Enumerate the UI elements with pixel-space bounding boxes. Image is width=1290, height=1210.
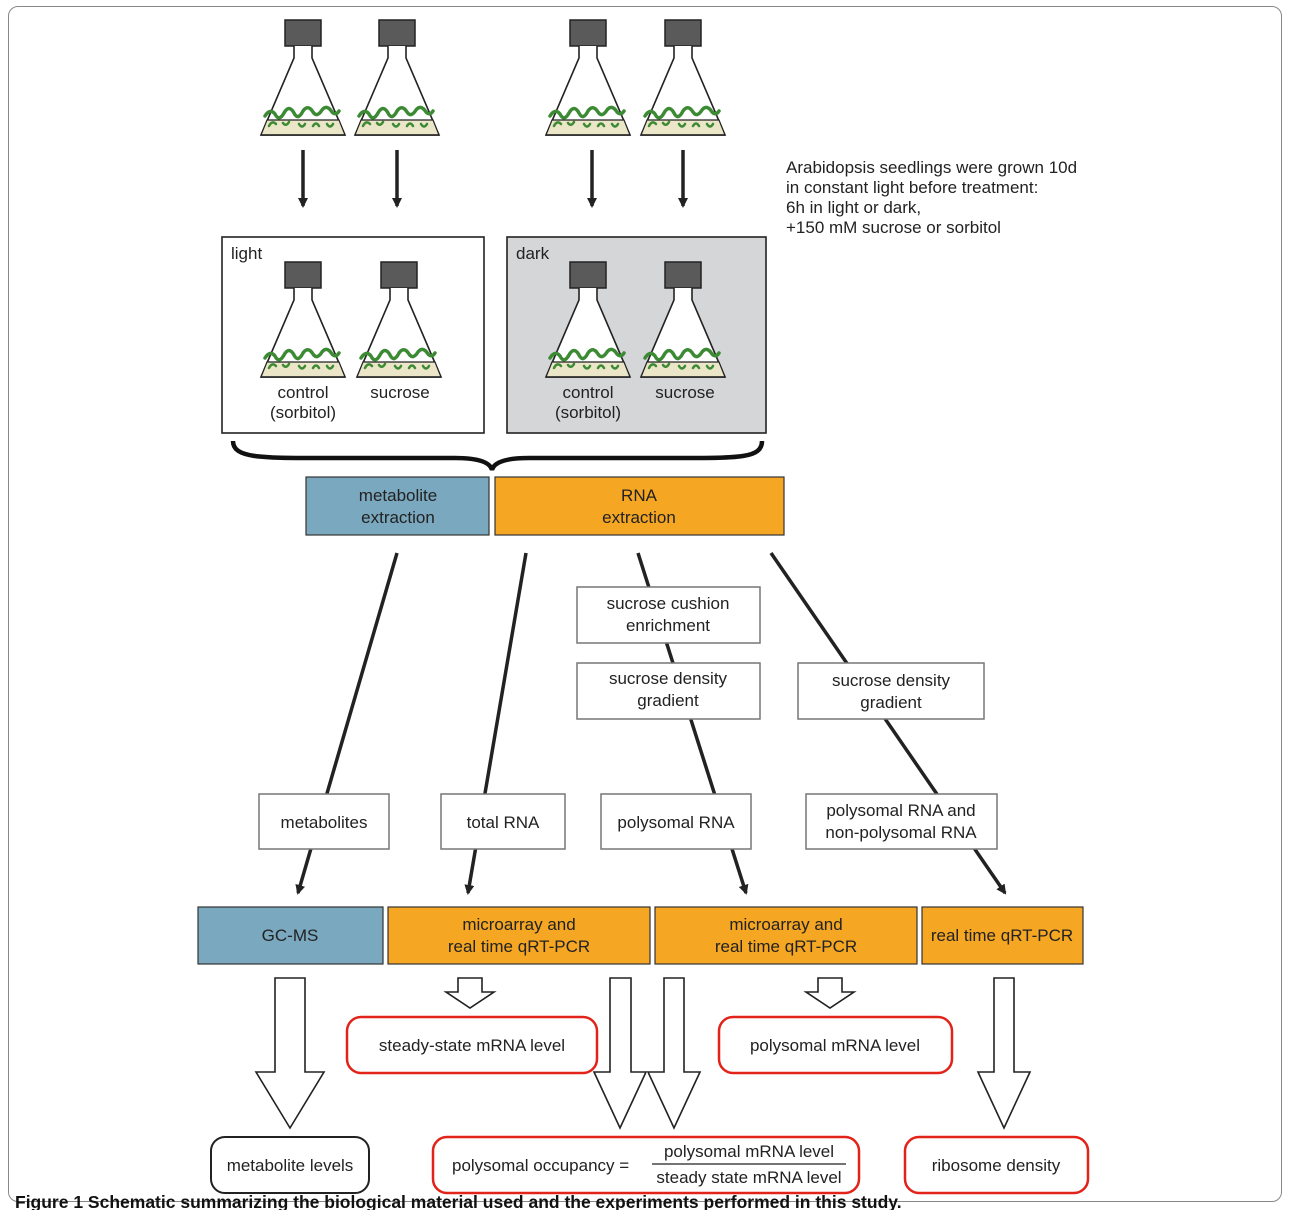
flask-icon — [639, 18, 727, 137]
total-rna-label: total RNA — [467, 813, 540, 832]
note-line: 6h in light or dark, — [786, 198, 921, 217]
metabolite-extraction-label: metabolite — [359, 486, 437, 505]
microarray-box-2 — [654, 906, 918, 965]
hollow-arrow — [646, 977, 702, 1130]
sucrose-gradient-box-a — [576, 662, 761, 720]
qrtpcr-box — [921, 906, 1084, 965]
metabolite-extraction-label: extraction — [361, 508, 435, 527]
dark-control-label: control — [562, 383, 613, 402]
sucrose-cushion-box — [576, 586, 761, 644]
light-control-sublabel: (sorbitol) — [270, 403, 336, 422]
sucrose-gradient-box-b — [797, 662, 985, 720]
note-line: in constant light before treatment: — [786, 178, 1038, 197]
microarray-box-1 — [387, 906, 651, 965]
polysomal-rna-label: polysomal RNA — [617, 813, 735, 832]
sucrose-gradient-label: gradient — [860, 693, 922, 712]
polysomal-level-result — [717, 1015, 954, 1075]
rna-extraction-box — [494, 476, 785, 536]
note-line: +150 mM sucrose or sorbitol — [786, 218, 1001, 237]
flask-icon — [259, 18, 347, 137]
hollow-arrow — [976, 977, 1032, 1130]
dark-sucrose-label: sucrose — [655, 383, 715, 402]
figure-caption: Figure 1 Schematic summarizing the biolo… — [15, 1192, 902, 1210]
rna-extraction-label: RNA — [621, 486, 658, 505]
flask-icon — [353, 18, 441, 137]
light-control-label: control — [277, 383, 328, 402]
polysomal-occupancy-result — [431, 1135, 861, 1195]
metabolite-extraction-box — [305, 476, 490, 536]
total-rna-box — [440, 793, 566, 850]
polysomal-nonpolysomal-box — [805, 793, 998, 850]
hollow-arrow — [592, 977, 648, 1130]
dark-panel — [506, 236, 767, 434]
microarray-label: real time qRT-PCR — [715, 937, 857, 956]
metabolites-label: metabolites — [281, 813, 368, 832]
figure-frame — [8, 6, 1282, 1202]
polysomal-nonpolysomal-label: non-polysomal RNA — [825, 823, 977, 842]
note-line: Arabidopsis seedlings were grown 10d — [786, 158, 1077, 177]
light-panel-title: light — [231, 244, 262, 263]
gcms-box — [197, 906, 384, 965]
metabolite-levels-label: metabolite levels — [227, 1156, 354, 1175]
qrtpcr-label: real time qRT-PCR — [931, 926, 1073, 945]
sucrose-gradient-label: sucrose density — [609, 669, 728, 688]
dark-panel-title: dark — [516, 244, 550, 263]
hollow-arrow — [254, 977, 326, 1130]
sucrose-gradient-label: sucrose density — [832, 671, 951, 690]
flask-icon — [544, 18, 632, 137]
sucrose-cushion-label: enrichment — [626, 616, 710, 635]
gcms-label: GC-MS — [262, 926, 319, 945]
sucrose-cushion-label: sucrose cushion — [607, 594, 730, 613]
rna-extraction-label: extraction — [602, 508, 676, 527]
ribosome-density-label: ribosome density — [932, 1156, 1061, 1175]
microarray-label: microarray and — [729, 915, 842, 934]
metabolite-levels-result — [210, 1136, 370, 1194]
polysomal-level-label: polysomal mRNA level — [750, 1036, 920, 1055]
sucrose-gradient-label: gradient — [637, 691, 699, 710]
steady-state-result — [345, 1015, 599, 1075]
hollow-arrow — [443, 977, 497, 1009]
occupancy-numerator: polysomal mRNA level — [664, 1142, 834, 1161]
ribosome-density-result — [903, 1135, 1090, 1195]
grouping-brace — [230, 440, 765, 471]
microarray-label: microarray and — [462, 915, 575, 934]
hollow-arrow — [803, 977, 857, 1009]
light-sucrose-label: sucrose — [370, 383, 430, 402]
occupancy-label: polysomal occupancy = — [452, 1156, 629, 1175]
polysomal-nonpolysomal-label: polysomal RNA and — [826, 801, 975, 820]
polysomal-rna-box — [600, 793, 752, 850]
dark-control-sublabel: (sorbitol) — [555, 403, 621, 422]
light-panel — [221, 236, 485, 434]
steady-state-label: steady-state mRNA level — [379, 1036, 565, 1055]
occupancy-denominator: steady state mRNA level — [656, 1168, 841, 1187]
microarray-label: real time qRT-PCR — [448, 937, 590, 956]
metabolites-box — [258, 793, 390, 850]
